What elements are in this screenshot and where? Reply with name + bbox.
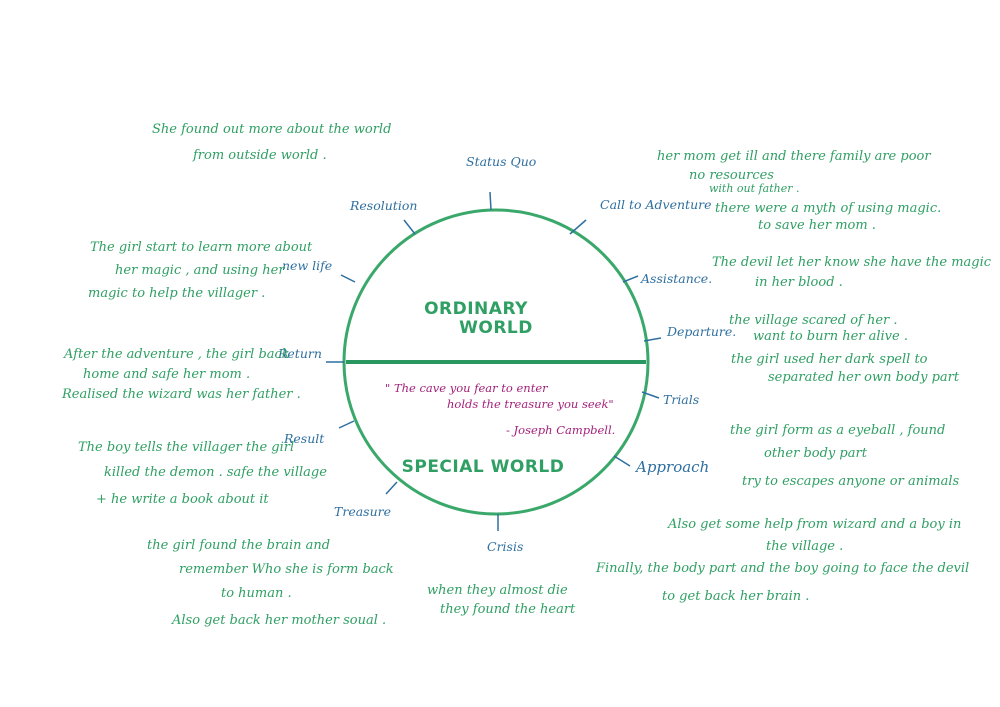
note-call-3: with out father . <box>709 182 799 195</box>
note-newlife-1: The girl start to learn more about <box>90 240 313 255</box>
note-resolution-1: She found out more about the world <box>152 122 391 137</box>
note-call2-1: there were a myth of using magic. <box>715 201 941 216</box>
stage-approach: Approach <box>634 458 709 476</box>
note-assistance-2: in her blood . <box>755 275 843 290</box>
note-crisis2-2: to get back her brain . <box>662 589 809 604</box>
stage-new-life: new life <box>282 258 332 273</box>
note-return-1: After the adventure , the girl back <box>63 347 290 362</box>
note-newlife-2: her magic , and using her <box>115 263 285 278</box>
note-approach-2: other body part <box>764 446 868 461</box>
note-treasure-4: Also get back her mother soual . <box>171 613 386 628</box>
stage-result: Result <box>283 431 325 446</box>
stage-trials: Trials <box>663 392 699 407</box>
note-crisis-2: they found the heart <box>440 602 576 617</box>
note-return-3: Realised the wizard was her father . <box>61 387 301 402</box>
stage-call-to-adventure: Call to Adventure <box>600 197 712 212</box>
note-assistance-1: The devil let her know she have the magi… <box>712 255 992 270</box>
stage-status-quo: Status Quo <box>466 154 536 169</box>
note-result-1: The boy tells the villager the girl <box>78 440 294 455</box>
note-crisis-1: when they almost die <box>427 583 568 598</box>
stage-crisis: Crisis <box>487 539 523 554</box>
tick-trials <box>641 391 660 399</box>
stage-treasure: Treasure <box>334 504 391 519</box>
tick-approach <box>613 455 631 467</box>
note-call-2: no resources <box>689 168 774 183</box>
note-call2-2: to save her mom . <box>758 218 876 233</box>
note-treasure-1: the girl found the brain and <box>147 538 330 553</box>
note-newlife-3: magic to help the villager . <box>88 286 265 301</box>
tick-call <box>569 219 587 235</box>
stage-departure: Departure. <box>666 324 736 339</box>
note-result-2: killed the demon . safe the village <box>104 465 327 480</box>
note-treasure-3: to human . <box>221 586 292 601</box>
tick-treasure <box>385 481 398 495</box>
note-trials-1: the girl used her dark spell to <box>731 352 928 367</box>
world-label: WORLD <box>459 318 533 338</box>
special-world-label: SPECIAL WORLD <box>402 457 565 477</box>
tick-status-quo <box>489 191 492 211</box>
tick-new-life <box>340 274 356 283</box>
tick-assistance <box>622 275 639 283</box>
quote-line-2: holds the treasure you seek" <box>447 397 614 411</box>
note-call-1: her mom get ill and there family are poo… <box>657 149 931 164</box>
note-result-3: + he write a book about it <box>96 492 269 507</box>
note-approach2-1: try to escapes anyone or animals <box>742 474 959 489</box>
note-trials-2: separated her own body part <box>768 370 960 385</box>
note-treasure-2: remember Who she is form back <box>179 562 394 577</box>
note-departure-2: want to burn her alive . <box>753 329 908 344</box>
note-approach-1: the girl form as a eyeball , found <box>730 423 945 438</box>
stage-ticks <box>326 191 662 531</box>
note-crisis2-1: Finally, the body part and the boy going… <box>595 561 969 576</box>
stage-resolution: Resolution <box>349 198 417 213</box>
note-return-2: home and safe her mom . <box>83 367 250 382</box>
note-departure-1: the village scared of her . <box>729 313 898 328</box>
tick-departure <box>643 337 662 342</box>
ordinary-label: ORDINARY <box>424 299 528 319</box>
tick-resolution <box>403 219 416 235</box>
stage-return: Return <box>277 346 322 361</box>
note-resolution-2: from outside world . <box>192 148 327 163</box>
quote-line-1: " The cave you fear to enter <box>385 381 549 395</box>
stage-assistance: Assistance. <box>640 271 712 286</box>
tick-result <box>338 420 355 429</box>
quote-author: - Joseph Campbell. <box>506 423 615 437</box>
note-approach3-1: Also get some help from wizard and a boy… <box>667 517 961 532</box>
note-approach3-2: the village . <box>766 539 843 554</box>
